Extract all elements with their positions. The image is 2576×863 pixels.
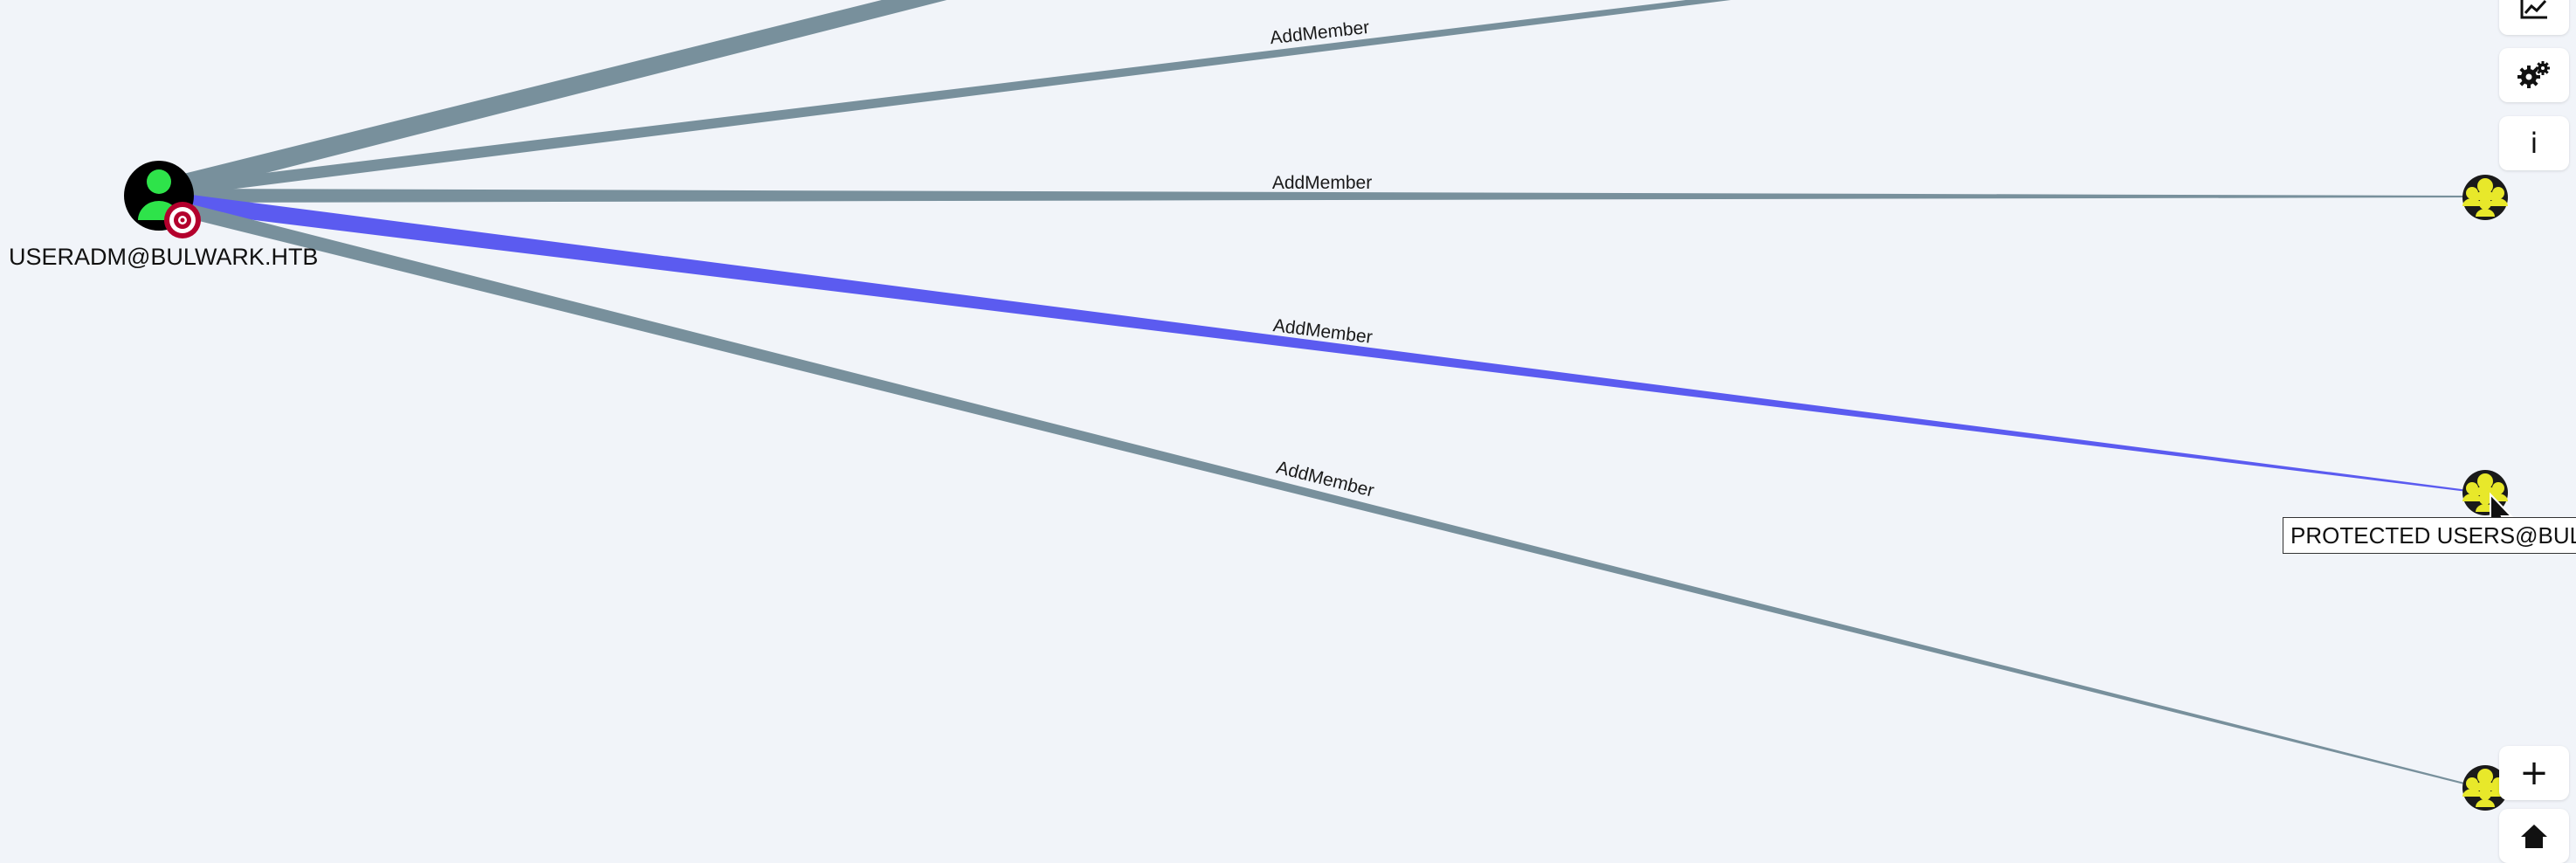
plus-icon: + <box>2519 753 2549 793</box>
group-node-1[interactable] <box>2462 175 2508 220</box>
zoom-in-button[interactable]: + <box>2499 746 2569 800</box>
edge-addmember-group-3[interactable] <box>182 203 2482 789</box>
info-icon: i <box>2530 127 2538 160</box>
edge-addmember-group-2-highlighted[interactable] <box>183 194 2482 494</box>
edge-addmember-upper[interactable] <box>179 0 1738 196</box>
line-chart-icon <box>2520 0 2547 19</box>
graph-canvas[interactable]: AddMember AddMember AddMember AddMember … <box>0 0 2576 835</box>
target-icon <box>164 202 201 238</box>
gears-icon <box>2517 61 2550 88</box>
edge-addmember-group-1[interactable] <box>183 189 2482 203</box>
source-node-label: USERADM@BULWARK.HTB <box>9 244 318 270</box>
home-icon <box>2521 825 2547 848</box>
chart-button[interactable] <box>2499 0 2569 35</box>
settings-button[interactable] <box>2499 48 2569 102</box>
group-node-3[interactable] <box>2462 765 2508 811</box>
home-button[interactable] <box>2499 809 2569 863</box>
edge-label: AddMember <box>1272 173 1372 193</box>
edge-addmember-offscreen-top[interactable] <box>173 0 961 194</box>
info-button[interactable]: i <box>2499 116 2569 170</box>
user-node-useradm[interactable] <box>124 161 201 238</box>
node-tooltip: PROTECTED USERS@BULW <box>2283 517 2576 554</box>
